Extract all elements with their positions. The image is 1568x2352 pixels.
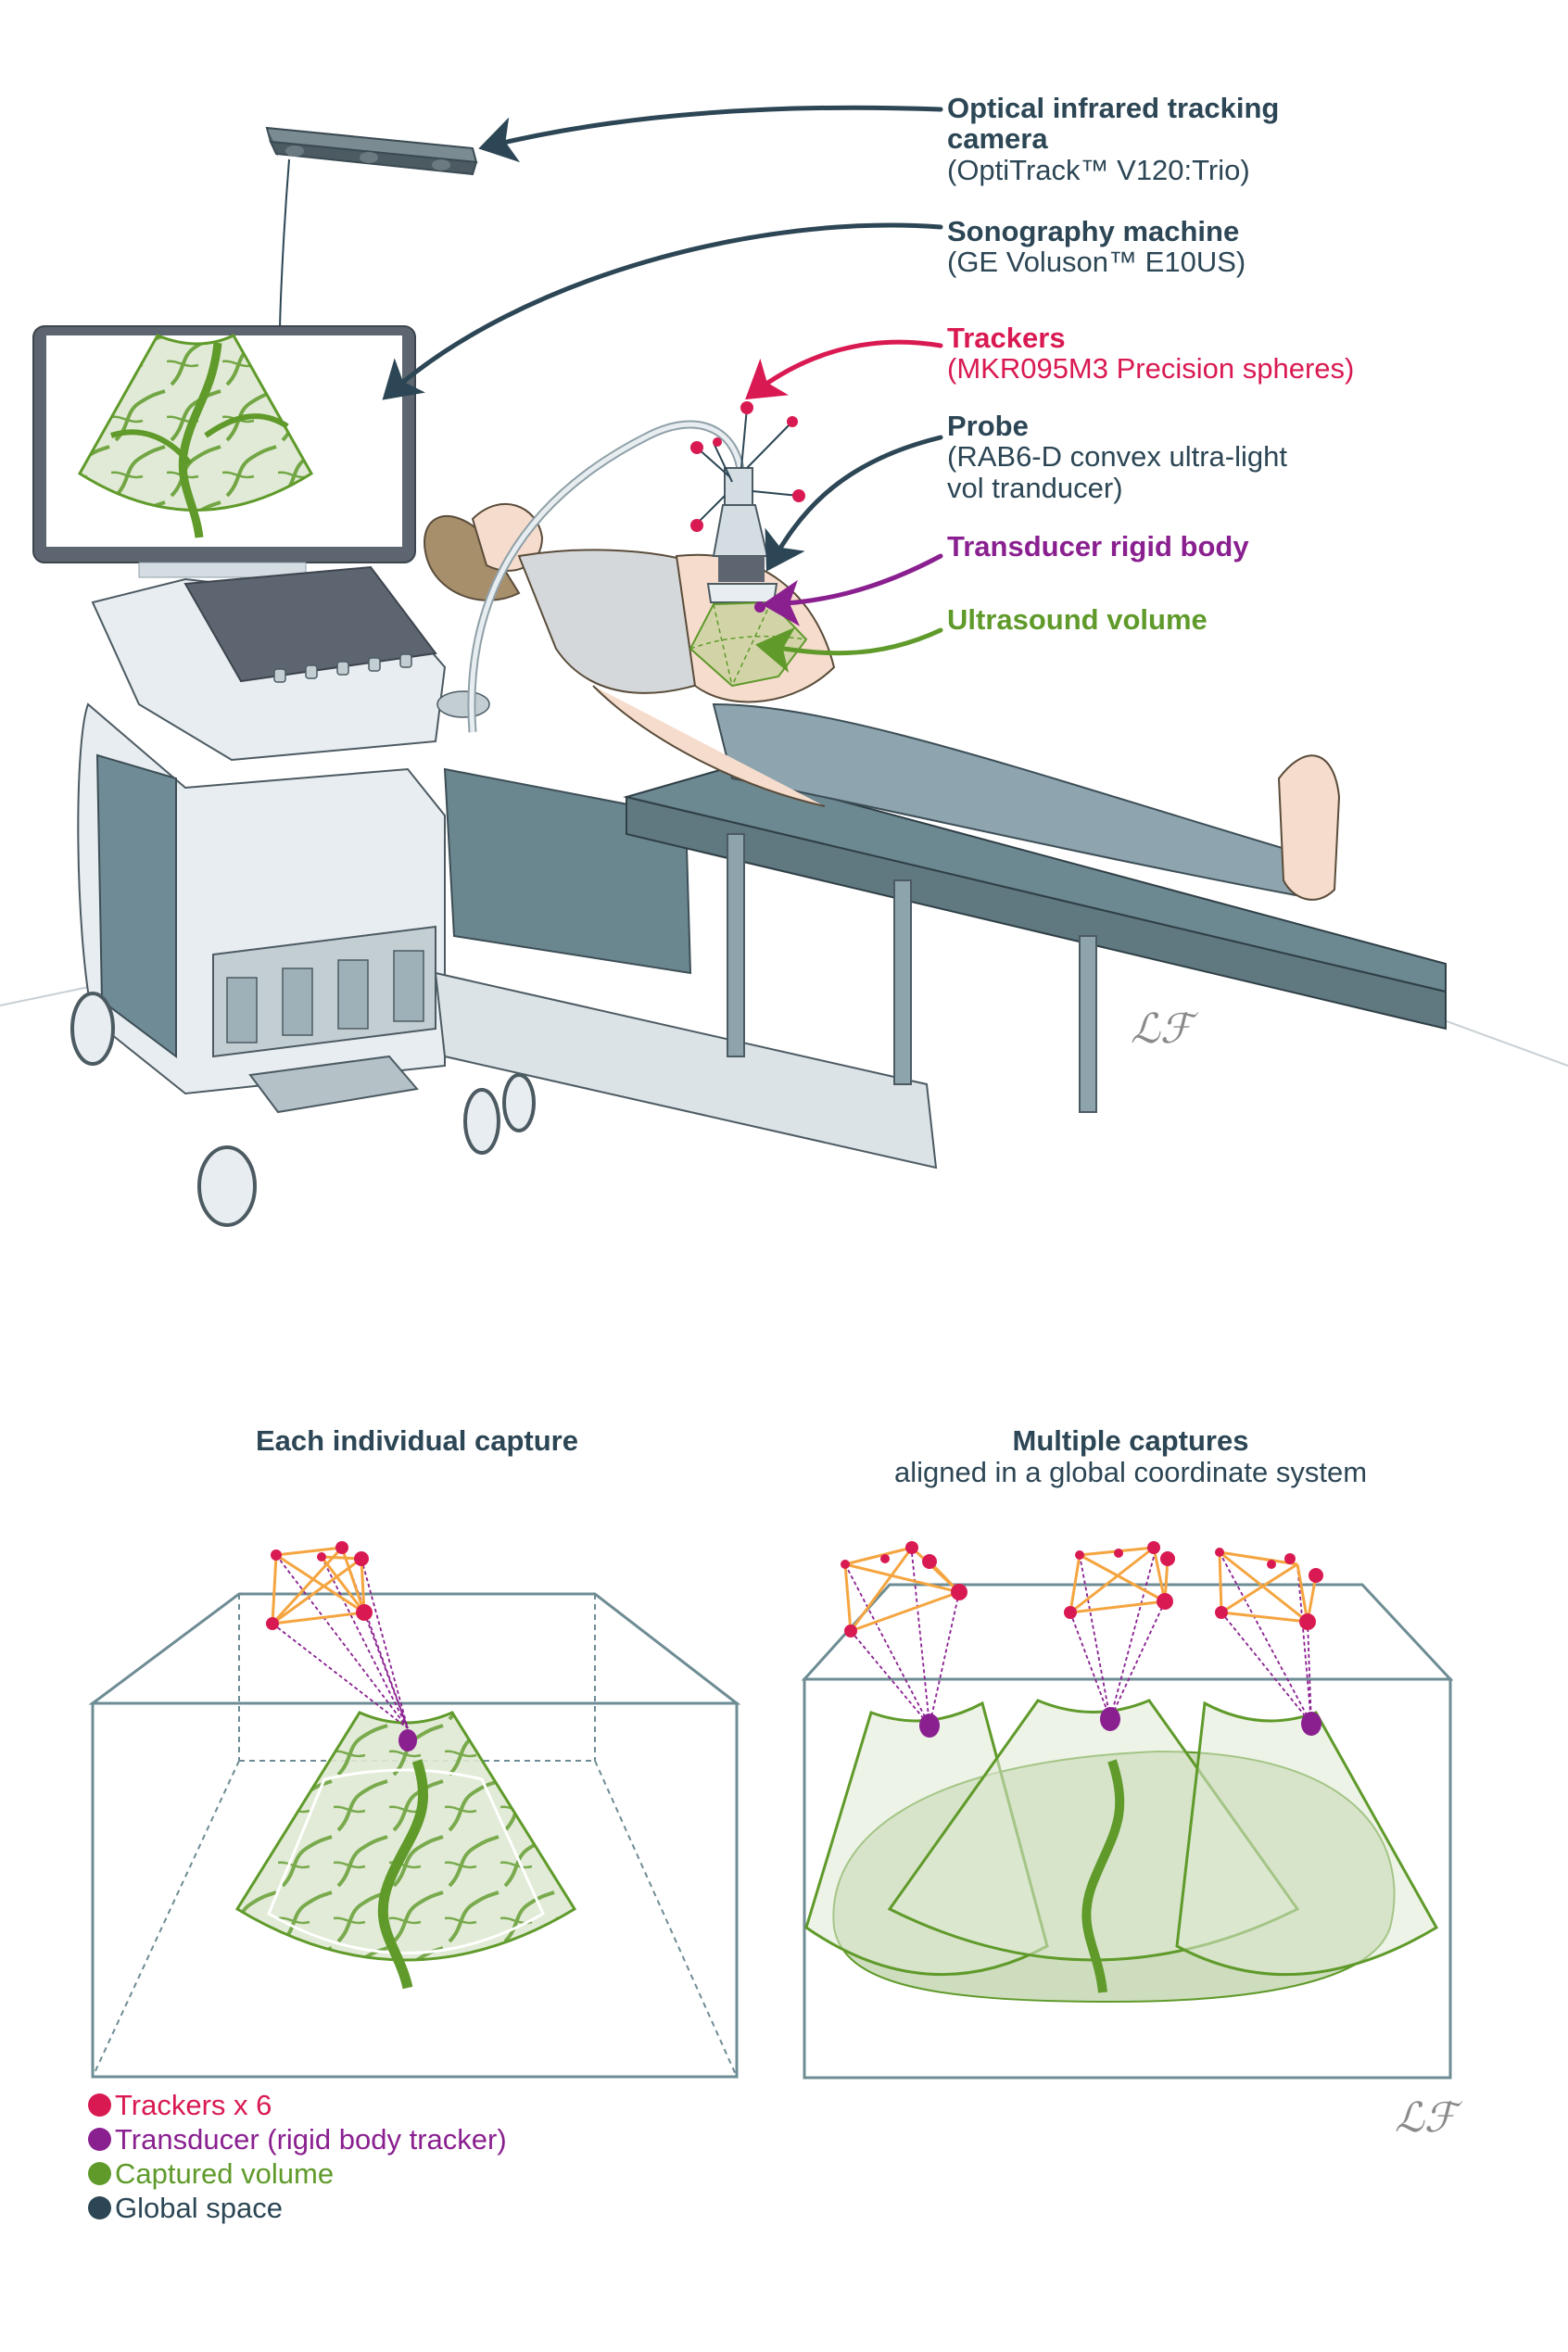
panel-individual-capture <box>88 1541 741 2079</box>
callout-camera-title-line2: camera <box>947 122 1048 156</box>
sonography-machine <box>70 565 536 1227</box>
global-space-dot-icon <box>88 2196 111 2219</box>
panel-right-subtitle: aligned in a global coordinate system <box>893 1456 1368 1489</box>
exam-table <box>434 767 1447 1170</box>
panel-left-heading: Each individual capture <box>167 1424 667 1457</box>
callout-sonography-subtitle: (GE Voluson™ E10US) <box>947 246 1246 279</box>
callout-trackers-title: Trackers <box>947 322 1066 354</box>
volume-dot-icon <box>88 2162 111 2185</box>
legend-item-trackers: Trackers x 6 <box>88 2088 507 2122</box>
tracking-camera <box>265 126 478 335</box>
legend-label: Captured volume <box>115 2157 335 2190</box>
panel-right-heading: Multiple captures aligned in a global co… <box>797 1424 1464 1489</box>
callout-sonography-title: Sonography machine <box>947 215 1240 247</box>
panel-right-title: Multiple captures <box>1012 1424 1249 1457</box>
legend: Trackers x 6 Transducer (rigid body trac… <box>88 2088 507 2225</box>
callout-camera: Optical infrared tracking camera (OptiTr… <box>947 92 1280 186</box>
legend-label: Trackers x 6 <box>115 2089 272 2121</box>
callout-transducer: Transducer rigid body <box>947 530 1249 563</box>
callout-trackers-subtitle: (MKR095M3 Precision spheres) <box>947 352 1355 386</box>
callout-volume-title: Ultrasound volume <box>947 603 1208 636</box>
monitor <box>32 325 416 578</box>
tracker-dot-icon <box>88 2093 111 2117</box>
artist-signature-bottom: ℒℱ <box>1395 2094 1457 2142</box>
callout-arrows <box>382 105 943 674</box>
callout-camera-subtitle: (OptiTrack™ V120:Trio) <box>947 153 1250 186</box>
legend-label: Transducer (rigid body tracker) <box>115 2123 507 2156</box>
callout-probe-subtitle-line1: (RAB6-D convex ultra-light <box>947 440 1287 474</box>
artist-signature-top: ℒℱ <box>1131 1005 1193 1053</box>
callout-trackers: Trackers (MKR095M3 Precision spheres) <box>947 322 1354 385</box>
callout-probe-subtitle-line2: vol tranducer) <box>947 471 1123 504</box>
panel-multiple-captures <box>801 1541 1454 2080</box>
callout-transducer-title: Transducer rigid body <box>947 530 1249 563</box>
transducer-dot-icon <box>88 2128 111 2151</box>
legend-label: Global space <box>115 2192 283 2224</box>
legend-item-global-space: Global space <box>88 2191 507 2225</box>
panel-left-title: Each individual capture <box>256 1424 578 1457</box>
callout-sonography: Sonography machine (GE Voluson™ E10US) <box>947 216 1246 278</box>
callout-probe-title: Probe <box>947 410 1029 442</box>
callout-volume: Ultrasound volume <box>947 603 1208 636</box>
legend-item-transducer: Transducer (rigid body tracker) <box>88 2122 507 2156</box>
callout-probe: Probe (RAB6-D convex ultra-light vol tra… <box>947 410 1287 504</box>
callout-camera-title-line1: Optical infrared tracking <box>947 92 1280 124</box>
legend-item-volume: Captured volume <box>88 2156 507 2191</box>
